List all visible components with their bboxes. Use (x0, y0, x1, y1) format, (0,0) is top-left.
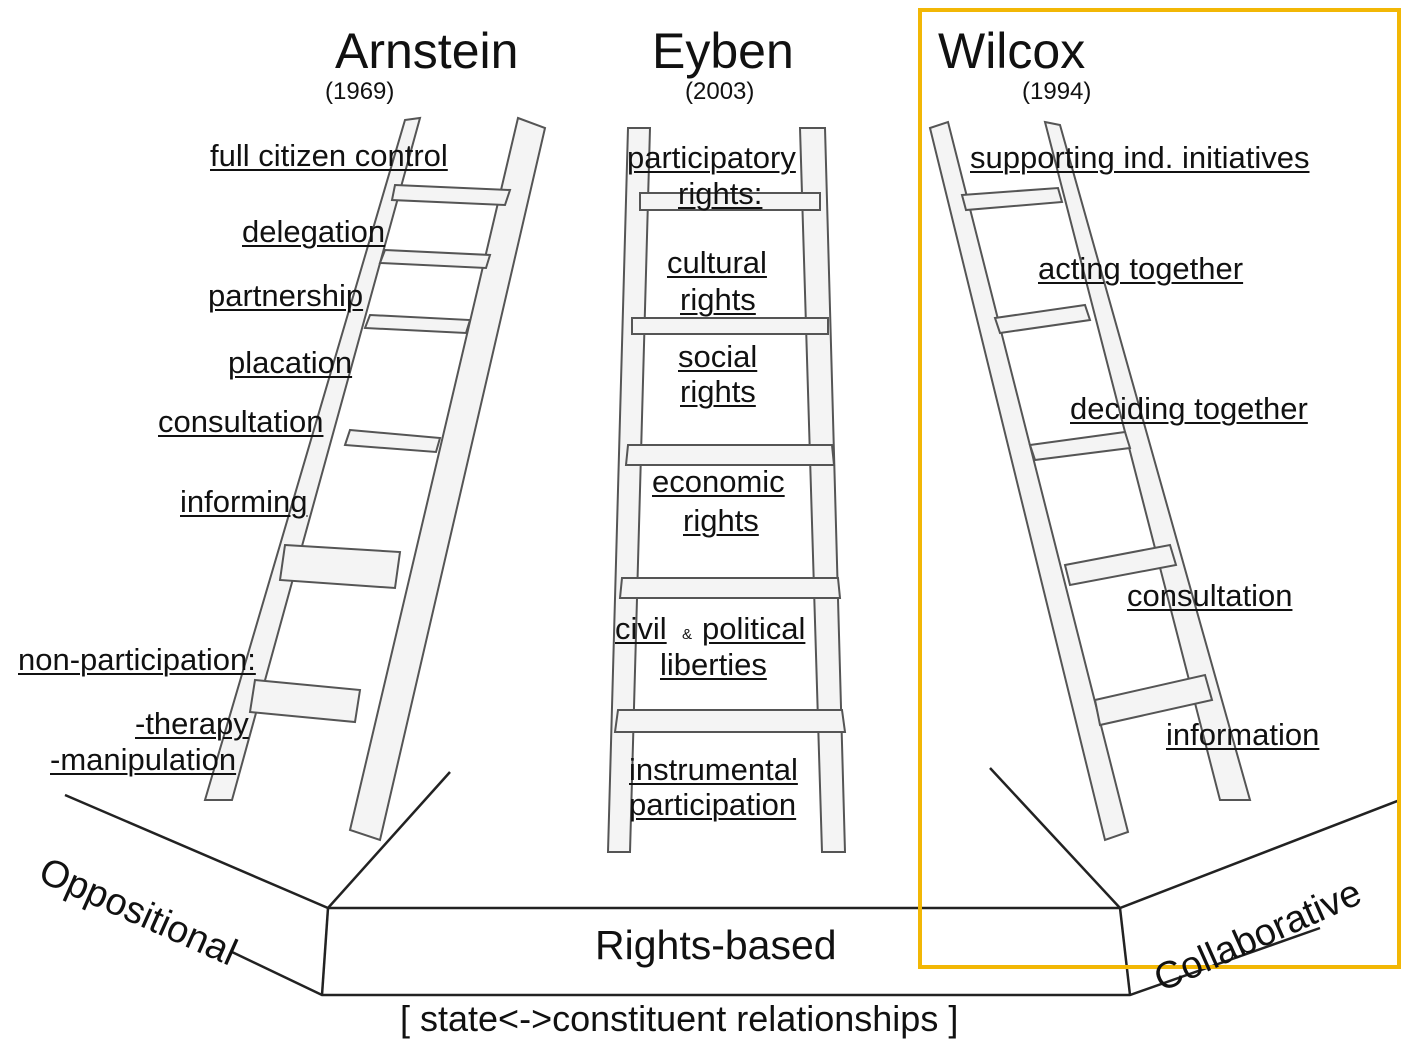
arnstein-rung-therapy: -therapy (135, 706, 249, 741)
eyben-ladder (606, 127, 847, 853)
wilcox-rung-supporting-initiatives: supporting ind. initiatives (970, 140, 1310, 175)
eyben-rung-participatory-rights: rights: (678, 176, 763, 211)
arnstein-ladder (203, 116, 547, 842)
wilcox-rung-deciding-together: deciding together (1070, 391, 1308, 426)
eyben-rung-economic-rights: rights (683, 503, 759, 538)
arnstein-rung-consultation: consultation (158, 404, 324, 439)
wilcox-rung-information: information (1166, 717, 1320, 752)
arnstein-rung-informing: informing (180, 484, 308, 519)
eyben-rung-civil: civil (615, 611, 667, 646)
arnstein-title: Arnstein (335, 23, 519, 79)
eyben-title: Eyben (652, 23, 794, 79)
eyben-rung-political: political (702, 611, 806, 646)
eyben-rung-social: social (678, 339, 758, 374)
wilcox-rung-consultation: consultation (1127, 578, 1293, 613)
eyben-rung-liberties: liberties (660, 647, 767, 682)
arnstein-rung-non-participation: non-participation: (18, 642, 256, 677)
base-lines (64, 767, 1401, 997)
eyben-rung-participation: participation (629, 787, 797, 822)
eyben-rung-cultural-rights: rights (680, 282, 756, 317)
eyben-rung-ampersand: & (682, 626, 693, 643)
eyben-rung-participatory: participatory (627, 140, 796, 175)
wilcox-title: Wilcox (938, 23, 1086, 79)
wilcox-ladder (928, 120, 1252, 842)
arnstein-rung-placation: placation (228, 345, 353, 380)
arnstein-rung-partnership: partnership (208, 278, 364, 313)
eyben-year: (2003) (685, 78, 755, 105)
wilcox-highlight-box (918, 8, 1401, 969)
arnstein-rung-manipulation: -manipulation (50, 742, 237, 777)
rights-based-label: Rights-based (595, 922, 837, 968)
arnstein-rung-delegation: delegation (242, 214, 386, 249)
eyben-rung-cultural: cultural (667, 245, 767, 280)
wilcox-year: (1994) (1022, 78, 1092, 105)
state-constituent-relationships-label: [ state<->constituent relationships ] (400, 998, 959, 1039)
eyben-rung-instrumental: instrumental (629, 752, 798, 787)
wilcox-rung-acting-together: acting together (1038, 251, 1244, 286)
arnstein-year: (1969) (325, 78, 395, 105)
arnstein-rung-full-citizen-control: full citizen control (210, 138, 448, 173)
eyben-rung-social-rights: rights (680, 374, 756, 409)
eyben-rung-economic: economic (652, 464, 785, 499)
